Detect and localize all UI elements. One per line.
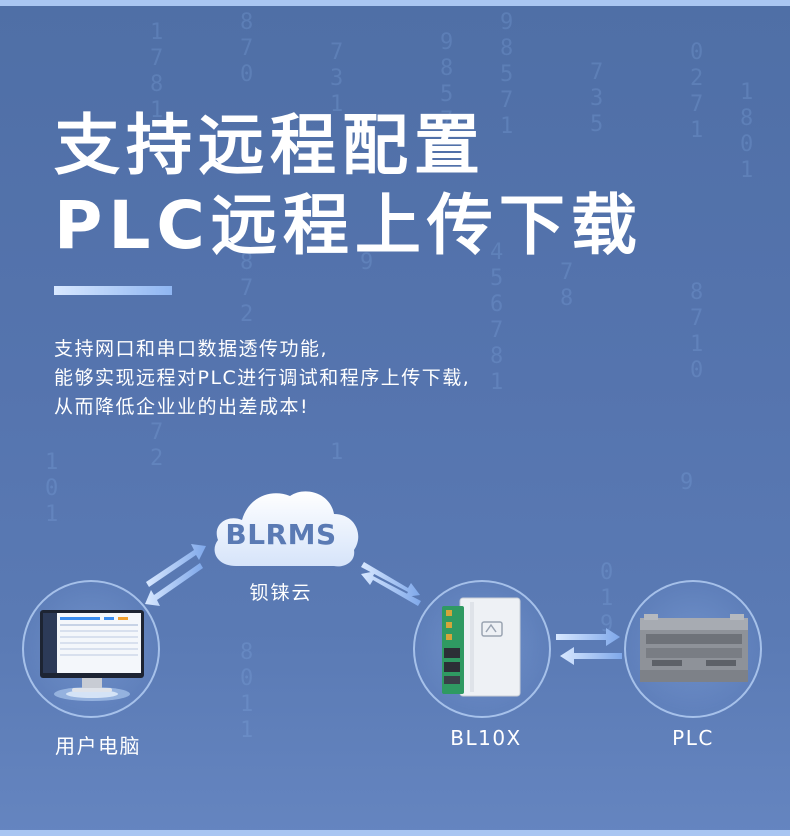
top-accent-bar	[0, 0, 790, 6]
description-line-3: 从而降低企业业的出差成本!	[54, 396, 310, 418]
headline-line-1: 支持远程配置	[54, 107, 486, 184]
gateway-label: BL10X	[450, 726, 522, 750]
accent-divider	[54, 286, 172, 295]
cloud-name: BLRMS	[225, 518, 337, 551]
cloud-icon	[214, 491, 359, 567]
headline-line-2: PLC远程上传下载	[54, 187, 643, 264]
description-line-1: 支持网口和串口数据透传功能,	[54, 338, 329, 360]
gateway-device-icon	[442, 597, 521, 697]
plc-label: PLC	[672, 726, 714, 750]
plc-module-icon	[640, 614, 748, 682]
bottom-accent-bar	[0, 830, 790, 836]
description-line-2: 能够实现远程对PLC进行调试和程序上传下载,	[54, 367, 471, 389]
monitor-icon	[40, 610, 144, 701]
pc-label: 用户电脑	[55, 734, 141, 758]
cloud-label: 钡铼云	[249, 582, 313, 604]
